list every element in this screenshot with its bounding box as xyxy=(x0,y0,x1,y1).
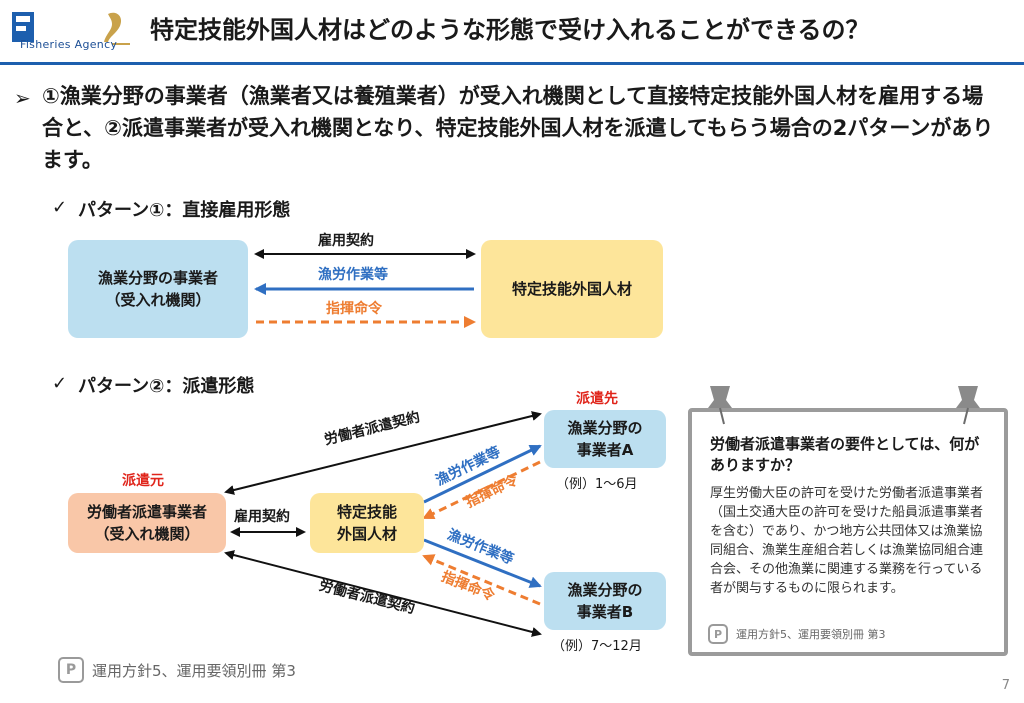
note-source-text: 運用方針5、運用要領別冊 第3 xyxy=(736,628,886,641)
p2-dispatch-top-arrow xyxy=(224,411,542,495)
note-source: P 運用方針5、運用要領別冊 第3 xyxy=(708,624,886,644)
p1-contract-label: 雇用契約 xyxy=(318,233,374,249)
agency-logo xyxy=(12,8,132,54)
pattern1-employer-line2: （受入れ機関） xyxy=(105,291,211,309)
pattern1-employer-box: 漁業分野の事業者 （受入れ機関） xyxy=(68,240,248,338)
note-question: 労働者派遣事業者の要件としては、何がありますか？ xyxy=(710,435,980,474)
employer-a-line2: 事業者A xyxy=(576,441,634,459)
employer-b-line1: 漁業分野の xyxy=(567,581,643,599)
period-a: （例）1～6月 xyxy=(556,477,638,492)
p1-command-label: 指揮命令 xyxy=(326,301,382,317)
worker-line2: 外国人材 xyxy=(336,525,397,543)
employer-a-box: 漁業分野の 事業者A xyxy=(544,410,666,468)
map-pin-icon: P xyxy=(708,624,728,644)
p1-work-label: 漁労作業等 xyxy=(318,267,388,283)
p2-work-a-arrow xyxy=(423,444,542,504)
worker-line1: 特定技能 xyxy=(336,503,397,521)
p2-command-a-arrow xyxy=(422,460,541,520)
page-number: 7 xyxy=(1001,678,1010,693)
p2-work-b-arrow xyxy=(423,538,542,588)
agency-line2: （受入れ機関） xyxy=(94,525,200,543)
footer-source: P 運用方針5、運用要領別冊 第3 xyxy=(58,657,296,683)
pattern1-title: パターン①：直接雇用形態 xyxy=(78,200,291,221)
origin-label: 派遣元 xyxy=(122,473,164,489)
footer-source-text: 運用方針5、運用要領別冊 第3 xyxy=(92,661,296,680)
page-title: 特定技能外国人材はどのような形態で受け入れることができるの？ xyxy=(150,16,870,44)
employer-b-line2: 事業者B xyxy=(576,603,634,621)
p2-command-b-arrow xyxy=(422,554,541,606)
agency-line1: 労働者派遣事業者 xyxy=(86,503,207,521)
map-pin-icon: P xyxy=(58,657,84,683)
pattern1-employer-line1: 漁業分野の事業者 xyxy=(97,269,218,287)
bullet-arrow-icon: ➢ xyxy=(14,86,31,110)
employer-a-line1: 漁業分野の xyxy=(567,419,643,437)
pattern1-worker-label: 特定技能外国人材 xyxy=(511,280,632,298)
pushpin-icon xyxy=(708,386,732,425)
requirements-note-card: 労働者派遣事業者の要件としては、何がありますか？ 厚生労働大臣の許可を受けた労働… xyxy=(688,386,1008,656)
period-b: （例）7～12月 xyxy=(552,639,642,654)
p2-contract-label: 雇用契約 xyxy=(234,509,290,525)
header-rule xyxy=(0,62,1024,65)
pattern2-title: パターン②：派遣形態 xyxy=(78,376,255,397)
logo-text: Fisheries Agency xyxy=(20,38,118,51)
dispatch-agency-box: 労働者派遣事業者 （受入れ機関） xyxy=(68,493,226,553)
lead-text: ①漁業分野の事業者（漁業者又は養殖業者）が受入れ機関として直接特定技能外国人材を… xyxy=(42,84,994,172)
pattern1-worker-box: 特定技能外国人材 xyxy=(481,240,663,338)
pattern2-worker-box: 特定技能 外国人材 xyxy=(310,493,424,553)
pushpin-icon xyxy=(956,386,980,425)
check-icon: ✓ xyxy=(52,373,68,394)
employer-b-box: 漁業分野の 事業者B xyxy=(544,572,666,630)
note-answer: 厚生労働大臣の許可を受けた労働者派遣事業者（国土交通大臣の許可を受けた船員派遣事… xyxy=(710,486,984,596)
destination-label: 派遣先 xyxy=(576,391,618,407)
check-icon: ✓ xyxy=(52,197,68,218)
p2-dispatch-bottom-arrow xyxy=(224,550,542,637)
